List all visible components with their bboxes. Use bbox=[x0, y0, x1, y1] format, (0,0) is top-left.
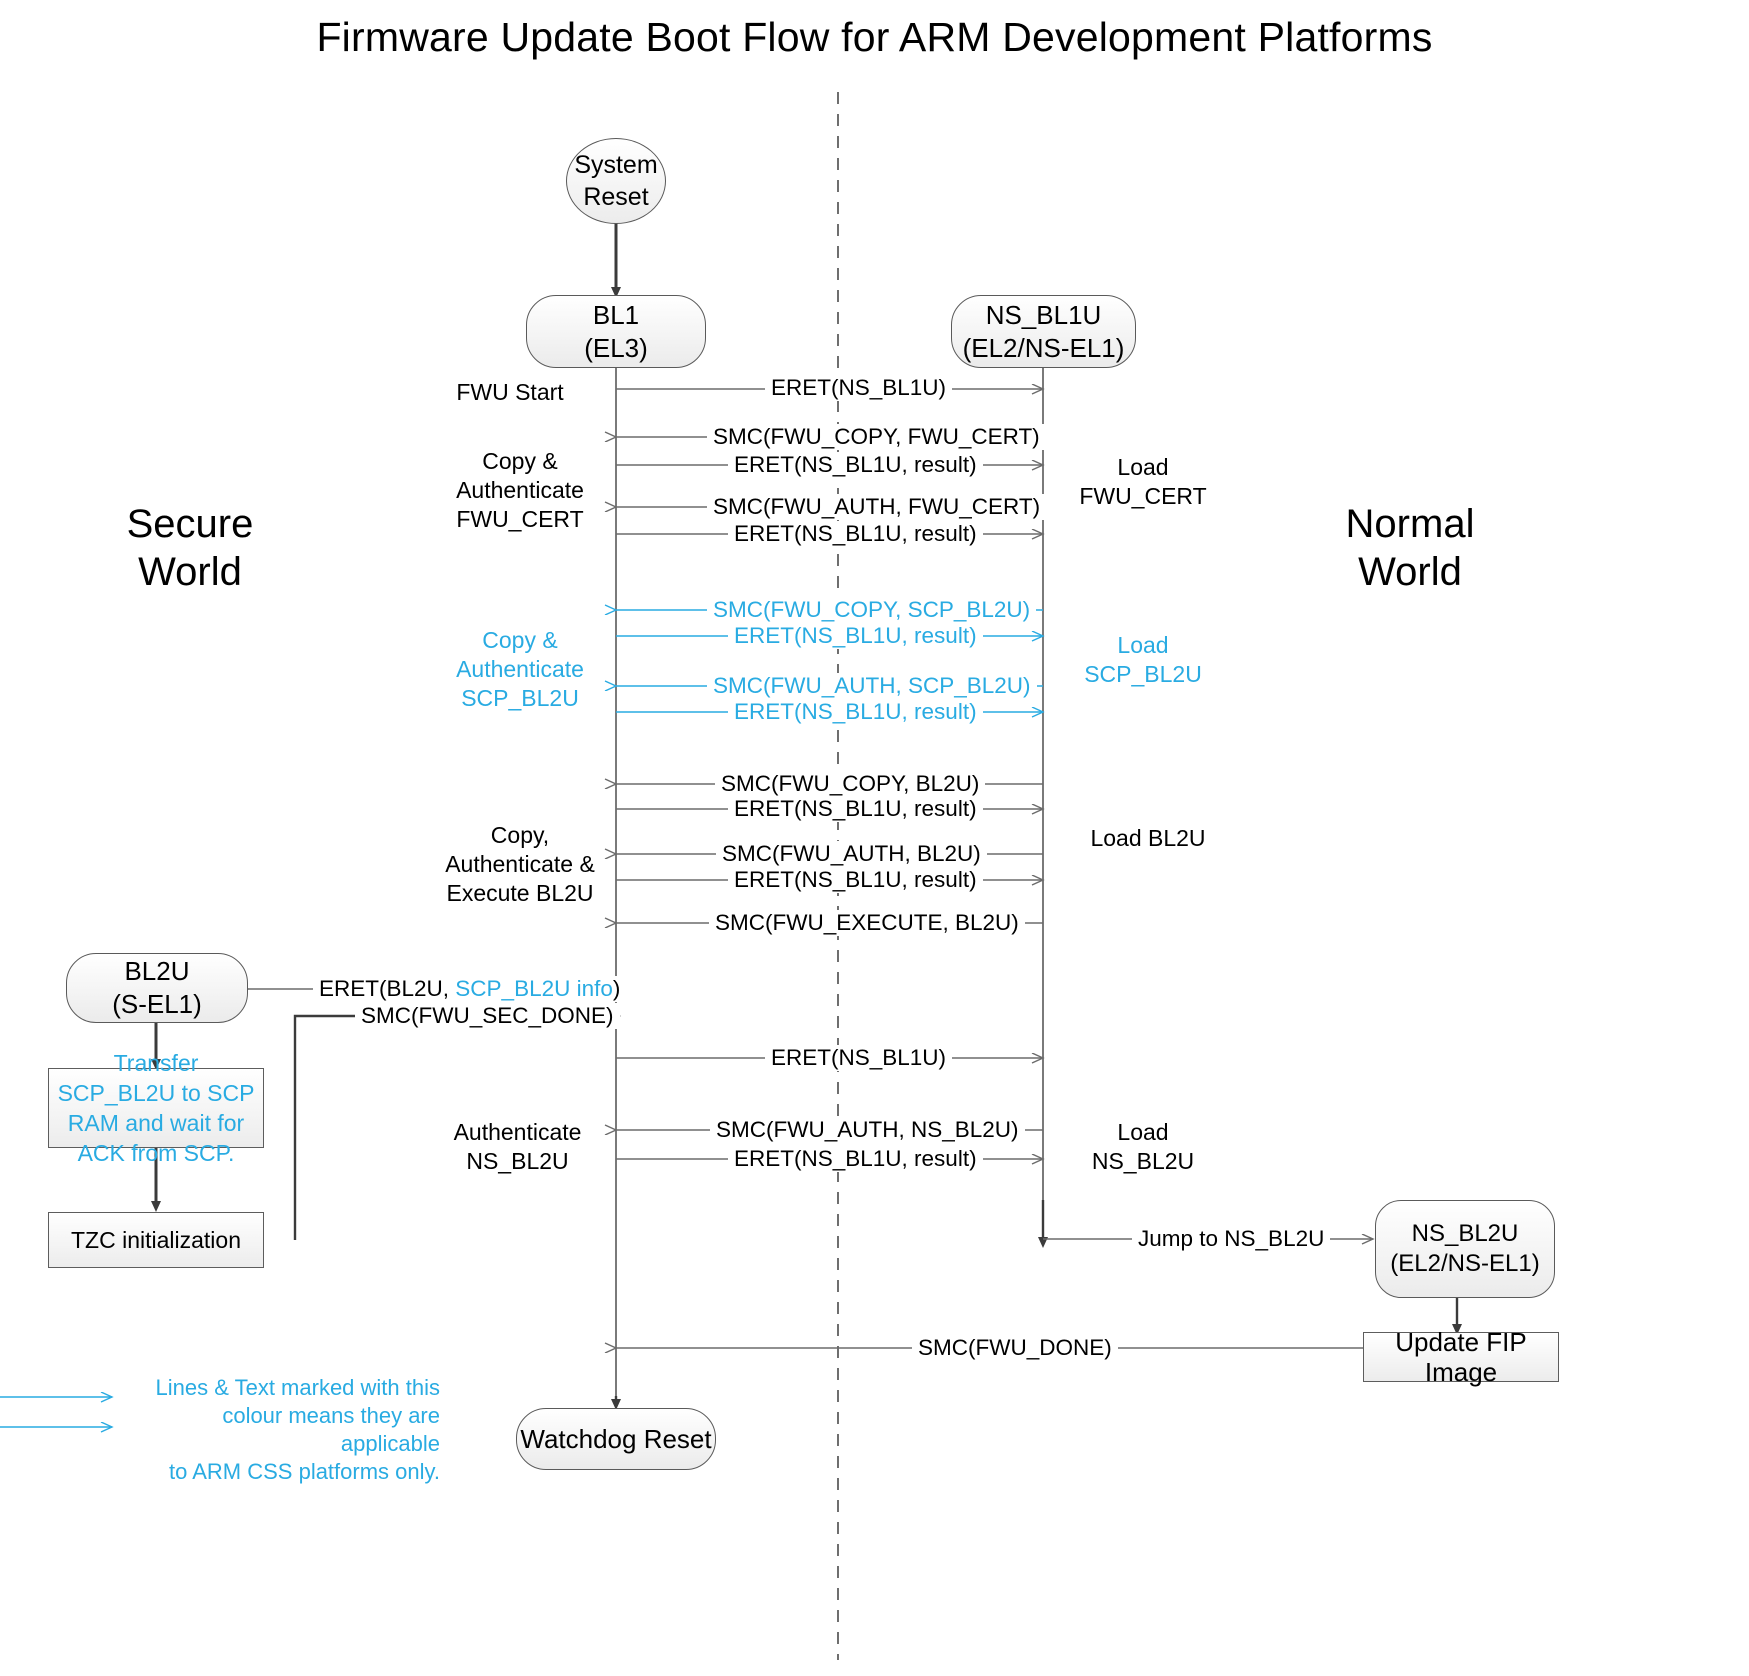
page-title: Firmware Update Boot Flow for ARM Develo… bbox=[316, 14, 1433, 60]
message-label-eret-bl2u-scp-info: ERET(BL2U, SCP_BL2U info) bbox=[313, 976, 627, 1002]
annotation-authenticate-ns-bl2u: Authenticate NS_BL2U bbox=[453, 1119, 582, 1174]
node-system-reset[interactable]: System Reset bbox=[566, 138, 666, 224]
message-label-eret-result-1: ERET(NS_BL1U, result) bbox=[728, 452, 983, 478]
message-label-smc-fwu-auth-scp-bl2u: SMC(FWU_AUTH, SCP_BL2U) bbox=[707, 673, 1037, 699]
message-label-smc-fwu-auth-ns-bl2u: SMC(FWU_AUTH, NS_BL2U) bbox=[710, 1117, 1025, 1143]
message-label-eret-ns-bl1u-2: ERET(NS_BL1U) bbox=[765, 1045, 953, 1071]
message-label-smc-fwu-sec-done: SMC(FWU_SEC_DONE) bbox=[355, 1003, 620, 1029]
node-bl1-line1: BL1 bbox=[592, 299, 640, 330]
node-bl2u[interactable]: BL2U (S-EL1) bbox=[66, 953, 248, 1023]
annotation-load-bl2u: Load BL2U bbox=[1090, 825, 1206, 851]
message-label-eret-result-7: ERET(NS_BL1U, result) bbox=[728, 1146, 983, 1172]
message-label-jump-to-ns-bl2u: Jump to NS_BL2U bbox=[1132, 1226, 1331, 1252]
box-tzc-initialization-label: TZC initialization bbox=[71, 1227, 241, 1253]
secure-world-text: Secure World bbox=[126, 502, 254, 594]
node-bl1-line2: (EL3) bbox=[584, 332, 648, 363]
message-label-eret-result-5: ERET(NS_BL1U, result) bbox=[728, 796, 983, 822]
node-bl1[interactable]: BL1 (EL3) bbox=[526, 295, 706, 368]
annotation-load-fwu-cert: Load FWU_CERT bbox=[1079, 454, 1207, 509]
annotation-load-ns-bl2u: Load NS_BL2U bbox=[1091, 1119, 1195, 1174]
box-update-fip-image[interactable]: Update FIP Image bbox=[1363, 1327, 1559, 1387]
annotation-copy-auth-exec-bl2u: Copy, Authenticate & Execute BL2U bbox=[445, 822, 595, 906]
message-label-smc-fwu-copy-bl2u: SMC(FWU_COPY, BL2U) bbox=[715, 771, 986, 797]
node-bl2u-line2: (S-EL1) bbox=[112, 989, 202, 1019]
node-ns-bl2u-line2: (EL2/NS-EL1) bbox=[1390, 1250, 1540, 1277]
annotation-copy-auth-scp-bl2u: Copy & Authenticate SCP_BL2U bbox=[456, 627, 584, 711]
message-label-smc-fwu-auth-fwu-cert: SMC(FWU_AUTH, FWU_CERT) bbox=[707, 494, 1047, 520]
node-system-reset-line2: Reset bbox=[583, 183, 649, 211]
annotation-load-scp-bl2u: Load SCP_BL2U bbox=[1084, 632, 1202, 687]
annotation-fwu-start: FWU Start bbox=[456, 379, 564, 405]
normal-world-text: Normal World bbox=[1345, 502, 1475, 594]
node-ns-bl1u[interactable]: NS_BL1U (EL2/NS-EL1) bbox=[951, 295, 1136, 368]
eret-bl2u-blue-part: SCP_BL2U info bbox=[455, 976, 613, 1001]
eret-bl2u-suffix: ) bbox=[612, 976, 621, 1001]
message-label-eret-ns-bl1u-1: ERET(NS_BL1U) bbox=[765, 375, 953, 401]
node-watchdog-reset[interactable]: Watchdog Reset bbox=[516, 1408, 716, 1470]
box-transfer-scp-bl2u-text: Transfer SCP_BL2U to SCP RAM and wait fo… bbox=[57, 1050, 255, 1166]
box-transfer-scp-bl2u[interactable]: Transfer SCP_BL2U to SCP RAM and wait fo… bbox=[48, 1050, 264, 1166]
message-label-smc-fwu-auth-bl2u: SMC(FWU_AUTH, BL2U) bbox=[716, 841, 987, 867]
box-tzc-initialization[interactable]: TZC initialization bbox=[48, 1212, 264, 1268]
legend-note: Lines & Text marked with this colour mea… bbox=[155, 1375, 441, 1484]
node-bl2u-line1: BL2U bbox=[124, 956, 190, 986]
node-ns-bl2u[interactable]: NS_BL2U (EL2/NS-EL1) bbox=[1375, 1200, 1555, 1298]
annotation-copy-auth-fwu-cert: Copy & Authenticate FWU_CERT bbox=[456, 448, 584, 532]
node-watchdog-reset-label: Watchdog Reset bbox=[520, 1423, 712, 1454]
eret-bl2u-prefix: ERET(BL2U, bbox=[319, 976, 456, 1001]
message-label-smc-fwu-execute-bl2u: SMC(FWU_EXECUTE, BL2U) bbox=[709, 910, 1025, 936]
message-label-eret-result-6: ERET(NS_BL1U, result) bbox=[728, 867, 983, 893]
normal-world-label: Normal World bbox=[1275, 500, 1545, 596]
node-ns-bl1u-line1: NS_BL1U bbox=[985, 299, 1102, 330]
message-label-smc-fwu-copy-fwu-cert: SMC(FWU_COPY, FWU_CERT) bbox=[707, 424, 1046, 450]
message-label-smc-fwu-copy-scp-bl2u: SMC(FWU_COPY, SCP_BL2U) bbox=[707, 597, 1037, 623]
message-label-eret-result-4: ERET(NS_BL1U, result) bbox=[728, 699, 983, 725]
node-ns-bl2u-line1: NS_BL2U bbox=[1411, 1220, 1519, 1247]
secure-world-label: Secure World bbox=[60, 500, 320, 596]
message-label-eret-result-2: ERET(NS_BL1U, result) bbox=[728, 521, 983, 547]
message-label-smc-fwu-done: SMC(FWU_DONE) bbox=[912, 1335, 1118, 1361]
box-update-fip-image-label: Update FIP Image bbox=[1395, 1327, 1527, 1387]
node-system-reset-line1: System bbox=[574, 151, 658, 179]
node-ns-bl1u-line2: (EL2/NS-EL1) bbox=[962, 332, 1125, 363]
message-label-eret-result-3: ERET(NS_BL1U, result) bbox=[728, 623, 983, 649]
